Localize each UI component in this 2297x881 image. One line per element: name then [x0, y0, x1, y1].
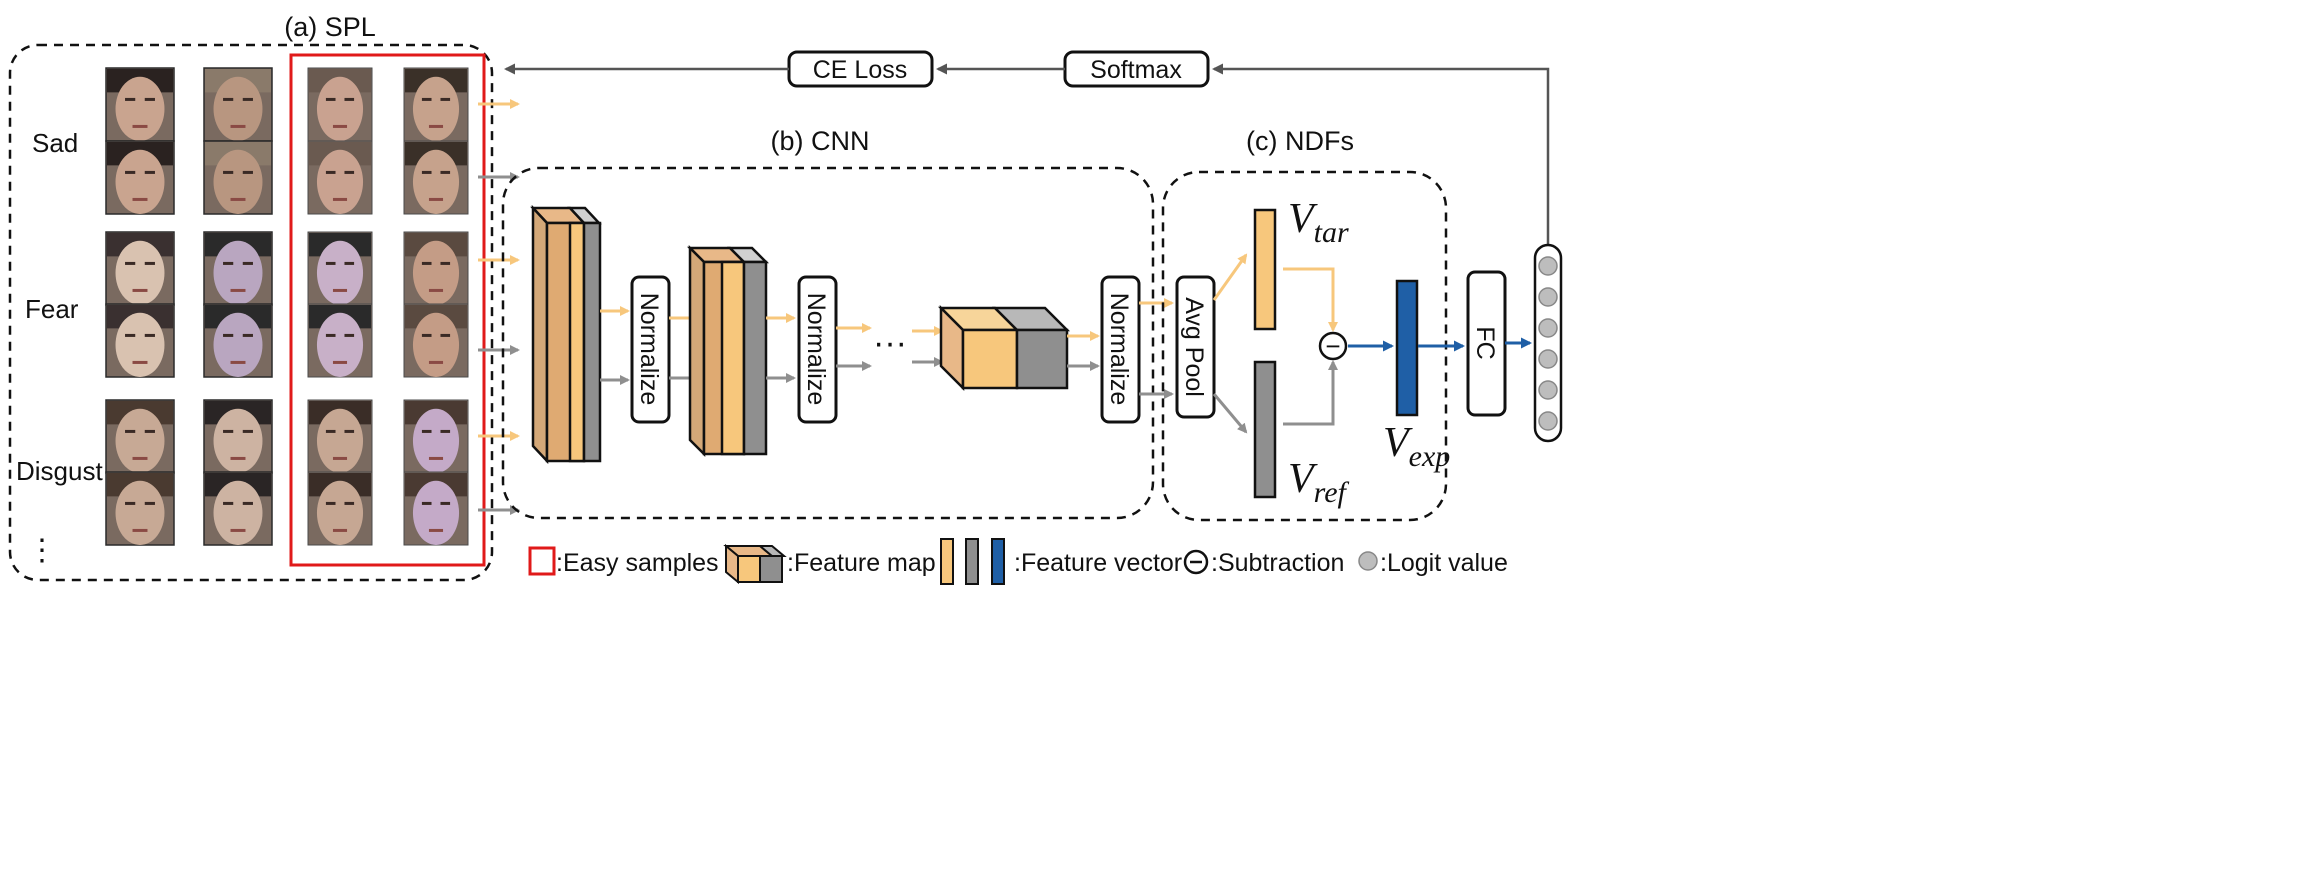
arrow-vref-to-sub — [1283, 360, 1338, 426]
easy-samples-frame — [289, 53, 486, 567]
avg-pool-box — [1175, 275, 1216, 419]
label-fear: Fear — [25, 294, 79, 324]
ndfs-title: (c) NDFs — [1246, 126, 1354, 156]
subtraction-op — [1318, 331, 1348, 361]
legend-vector-orange — [940, 538, 954, 585]
easy-face-thumb — [403, 471, 469, 546]
normalize-box-3 — [1100, 275, 1141, 424]
easy-face-grid — [307, 67, 469, 546]
cnn-ellipsis: ··· — [873, 324, 907, 362]
fc-label: FC — [1471, 326, 1499, 359]
v-ref-label: Vref — [1288, 456, 1350, 509]
easy-face-thumb — [307, 67, 373, 142]
v-tar-vector — [1253, 208, 1277, 331]
cnn-panel — [501, 166, 1155, 520]
arrow-pool-to-vtar — [1212, 253, 1248, 301]
easy-face-thumb — [403, 140, 469, 215]
legend-feature-map-swatch — [723, 543, 787, 585]
normalize-label-3: Normalize — [1105, 293, 1133, 406]
face-thumb — [105, 231, 175, 306]
easy-face-thumb — [403, 399, 469, 474]
label-disgust: Disgust — [16, 456, 103, 486]
legend-easy-samples-swatch — [528, 546, 556, 576]
v-exp-label: Vexp — [1383, 420, 1450, 473]
easy-face-thumb — [307, 231, 373, 306]
spl-title: (a) SPL — [284, 12, 376, 42]
cnn-title: (b) CNN — [771, 126, 870, 156]
face-thumb — [105, 67, 175, 142]
label-more: ⋮ — [27, 534, 57, 567]
v-ref-vector — [1253, 360, 1277, 499]
legend-subtraction-label: :Subtraction — [1211, 549, 1344, 577]
easy-face-thumb — [307, 399, 373, 474]
softmax-label: Softmax — [1090, 56, 1182, 84]
face-thumb — [203, 471, 273, 546]
face-thumb — [203, 140, 273, 215]
feature-map-3 — [937, 304, 1071, 392]
logit-value-circle — [1538, 411, 1558, 431]
logit-value-circle — [1538, 318, 1558, 338]
spl-panel — [8, 43, 494, 582]
legend-feature-map-label: :Feature map — [787, 549, 936, 577]
feature-map-2 — [686, 244, 770, 458]
legend-easy-samples-label: :Easy samples — [556, 549, 719, 577]
feature-map-1 — [530, 204, 602, 465]
face-thumb — [105, 399, 175, 474]
easy-face-thumb — [307, 471, 373, 546]
face-thumb — [105, 140, 175, 215]
avg-pool-label: Avg Pool — [1180, 297, 1208, 397]
face-thumb — [105, 471, 175, 546]
logit-value-circle — [1538, 380, 1558, 400]
easy-face-thumb — [307, 140, 373, 215]
easy-face-thumb — [403, 231, 469, 306]
easy-face-thumb — [403, 67, 469, 142]
legend: :Easy samples :Feature map :Feature vect… — [528, 538, 1508, 585]
face-thumb — [203, 399, 273, 474]
subtraction-symbol: − — [1325, 331, 1340, 361]
arrow-vtar-to-sub — [1283, 267, 1338, 332]
face-thumb — [203, 231, 273, 306]
logit-value-circle — [1538, 256, 1558, 276]
face-thumb — [203, 303, 273, 378]
legend-feature-vector-label: :Feature vector — [1014, 549, 1182, 577]
face-grid — [105, 67, 273, 546]
logit-value-circle — [1538, 287, 1558, 307]
normalize-label-1: Normalize — [635, 293, 663, 406]
normalize-box-2 — [797, 275, 838, 424]
v-exp-vector — [1395, 279, 1419, 417]
legend-vector-gray — [965, 538, 979, 585]
normalize-label-2: Normalize — [802, 293, 830, 406]
legend-logit-swatch — [1358, 551, 1378, 571]
easy-face-thumb — [403, 303, 469, 378]
logit-values — [1538, 256, 1558, 431]
v-tar-label: Vtar — [1288, 196, 1349, 249]
label-sad: Sad — [32, 128, 78, 158]
ce-loss-label: CE Loss — [813, 56, 907, 84]
legend-logit-label: :Logit value — [1380, 549, 1508, 577]
face-thumb — [105, 303, 175, 378]
arrow-logits-to-softmax — [1212, 63, 1550, 245]
easy-face-thumb — [307, 303, 373, 378]
face-thumb — [203, 67, 273, 142]
legend-vector-blue — [991, 538, 1005, 585]
arrow-pool-to-vref — [1212, 393, 1248, 434]
logit-value-circle — [1538, 349, 1558, 369]
normalize-box-1 — [630, 275, 671, 424]
